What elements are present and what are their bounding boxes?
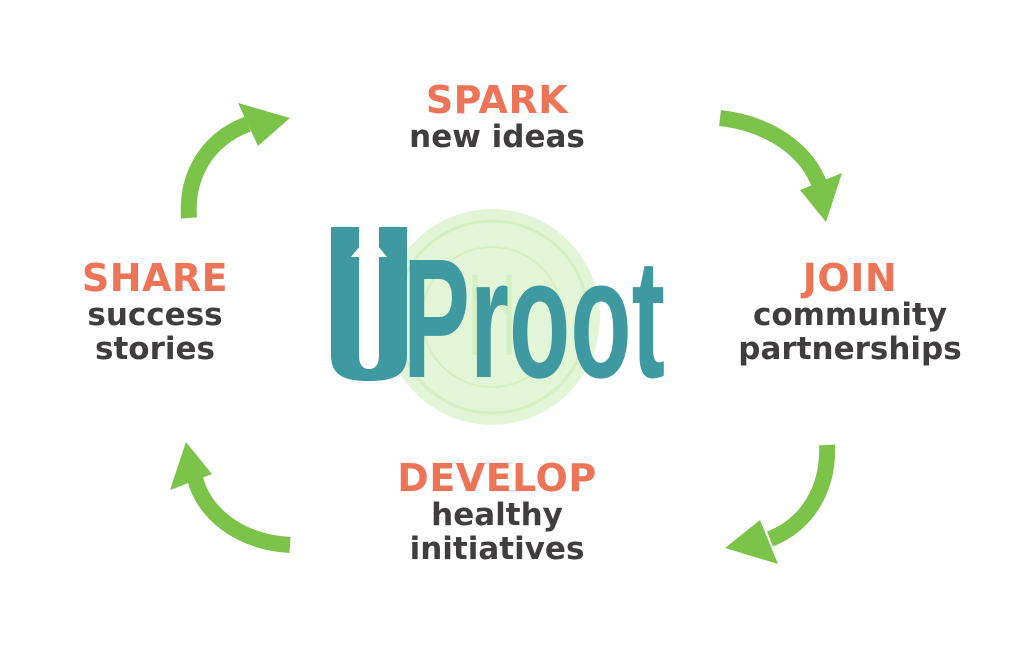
- arrowhead-top-right-icon: [800, 173, 842, 222]
- arrow-spark-to-join-icon: [718, 110, 828, 189]
- arrow-develop-to-share-icon: [187, 475, 291, 553]
- step-develop: DEVELOP healthy initiatives: [362, 456, 632, 567]
- uproot-logo: Proot: [325, 205, 670, 440]
- step-heading: SPARK: [425, 78, 569, 122]
- arrowhead-bottom-right-icon: [725, 520, 778, 564]
- step-join: JOIN community partnerships: [715, 256, 985, 367]
- step-description: community: [752, 297, 948, 334]
- step-heading: SHARE: [81, 256, 229, 300]
- step-spark: SPARK new ideas: [362, 78, 632, 156]
- up-arrow-icon: [351, 235, 387, 365]
- arrow-join-to-develop-icon: [766, 444, 836, 547]
- step-heading: DEVELOP: [397, 456, 597, 500]
- arrowhead-bottom-left-icon: [170, 442, 212, 490]
- emblem-watermark: [384, 209, 600, 425]
- arrow-share-to-spark-icon: [180, 116, 252, 219]
- logo-letter-u: [331, 227, 407, 381]
- step-description: new ideas: [409, 119, 585, 156]
- arrowhead-top-left-icon: [238, 103, 290, 146]
- step-share: SHARE success stories: [20, 256, 290, 367]
- step-heading: JOIN: [802, 256, 898, 300]
- step-description: initiatives: [409, 530, 585, 567]
- logo-wordmark: Proot: [403, 224, 665, 414]
- step-description: healthy: [431, 497, 563, 534]
- step-description: success: [87, 297, 223, 334]
- step-description: partnerships: [738, 330, 962, 367]
- step-description: stories: [95, 330, 215, 367]
